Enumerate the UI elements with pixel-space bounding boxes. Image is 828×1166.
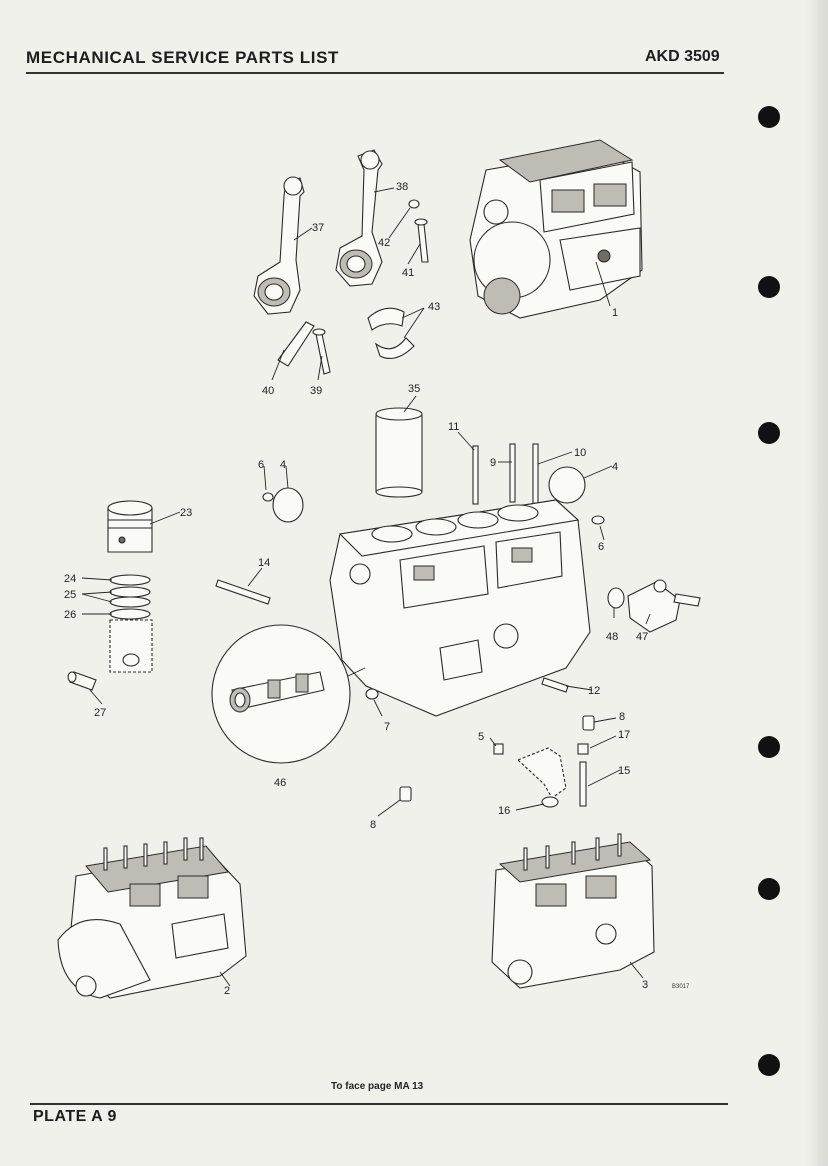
rod-bolt-41 (414, 218, 429, 263)
washer-16 (541, 796, 559, 808)
bracket-outline (516, 747, 567, 799)
callout-12: 12 (588, 685, 600, 697)
leader-lines (81, 187, 651, 987)
callout-39: 39 (310, 385, 322, 397)
callout-5: 5 (478, 731, 484, 743)
binding-hole (758, 736, 780, 758)
lock-plate-40 (277, 321, 315, 367)
illustration-code: B3017 (672, 984, 690, 990)
page-title: MECHANICAL SERVICE PARTS LIST (26, 48, 340, 67)
plug-8 (399, 786, 412, 802)
core-plug-4 (272, 487, 304, 523)
callout-6b: 6 (598, 541, 604, 553)
callout-26: 26 (64, 609, 76, 621)
binding-hole (758, 422, 780, 444)
callout-2: 2 (224, 985, 230, 997)
gudgeon-pin-27 (67, 671, 97, 691)
piston-23 (107, 500, 153, 553)
plug-6 (262, 492, 274, 502)
callout-14: 14 (258, 557, 270, 569)
plug-7 (365, 688, 379, 700)
bolt-15 (579, 761, 587, 807)
connecting-rod-38 (335, 149, 383, 287)
connecting-rod-37 (253, 176, 305, 315)
callout-24: 24 (64, 573, 76, 585)
stud-12 (541, 677, 569, 693)
nut-17 (577, 743, 589, 755)
engine-assembly-2 (57, 837, 247, 999)
callout-25: 25 (64, 589, 76, 601)
studs-9-10-11 (472, 443, 539, 507)
dowel-14 (215, 579, 271, 605)
callout-46: 46 (274, 777, 286, 789)
bearing-shells-43 (367, 307, 415, 359)
binding-hole (758, 878, 780, 900)
callout-4: 4 (280, 459, 286, 471)
callout-43: 43 (428, 301, 440, 313)
complete-engine-illustration (469, 139, 643, 319)
plug-6 (591, 515, 605, 525)
binding-hole (758, 276, 780, 298)
binding-hole (758, 1054, 780, 1076)
callout-42: 42 (378, 237, 390, 249)
callout-10: 10 (574, 447, 586, 459)
callout-16: 16 (498, 805, 510, 817)
document-reference: AKD 3509 (645, 48, 720, 65)
cylinder-block (329, 499, 591, 717)
callout-4b: 4 (612, 461, 618, 473)
callout-7: 7 (384, 721, 390, 733)
binding-hole (758, 106, 780, 128)
lock-washer-42 (408, 199, 420, 209)
callout-6: 6 (258, 459, 264, 471)
footer-rule (30, 1103, 728, 1105)
callout-9: 9 (490, 457, 496, 469)
callout-1: 1 (612, 307, 618, 319)
header-rule (26, 72, 724, 74)
rod-bolt-39 (312, 328, 331, 375)
detail-circle-46 (211, 624, 366, 764)
piston-rings-24-25-26 (109, 574, 151, 620)
page-edge-shadow (806, 0, 828, 1166)
callout-47: 47 (636, 631, 648, 643)
callout-labels: 1 2 3 4 4 5 6 6 7 8 8 9 10 11 12 14 15 1… (64, 181, 690, 997)
callout-23: 23 (180, 507, 192, 519)
plug-8 (582, 715, 595, 731)
callout-8b: 8 (370, 819, 376, 831)
callout-17: 17 (618, 729, 630, 741)
washer-5 (493, 743, 504, 755)
callout-40: 40 (262, 385, 274, 397)
core-plug-4 (548, 466, 586, 504)
plate-number: PLATE A 9 (33, 1108, 117, 1125)
callout-11: 11 (448, 421, 459, 433)
cylinder-liner-35 (375, 407, 423, 498)
callout-3: 3 (642, 979, 648, 991)
callout-38: 38 (396, 181, 408, 193)
callout-37: 37 (312, 222, 324, 234)
relief-valve-47-48 (607, 579, 701, 633)
piston-ghost (109, 619, 153, 673)
callout-27: 27 (94, 707, 106, 719)
engine-assembly-3 (491, 833, 655, 989)
callout-35: 35 (408, 383, 420, 395)
callout-8: 8 (619, 711, 625, 723)
callout-41: 41 (402, 267, 414, 279)
callout-48: 48 (606, 631, 618, 643)
facing-page-note: To face page MA 13 (331, 1081, 424, 1092)
callout-15: 15 (618, 765, 630, 777)
